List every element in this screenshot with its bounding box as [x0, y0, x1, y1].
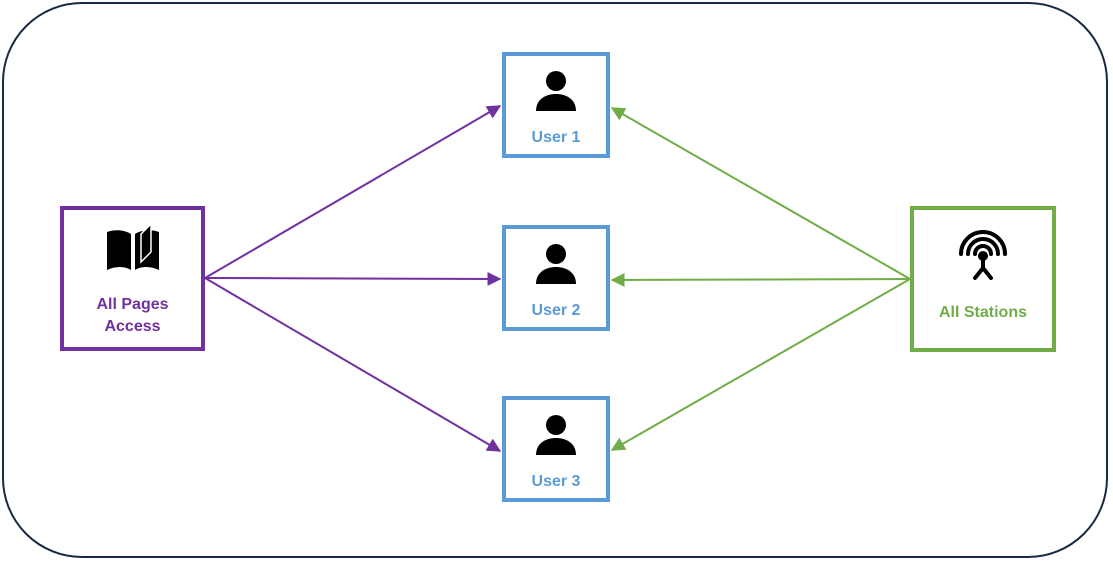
edge-pages-to-user-1	[204, 105, 502, 279]
user-icon	[536, 415, 576, 455]
edge-pages-to-user-3	[204, 277, 502, 452]
book-icon	[106, 222, 159, 270]
user-2-node[interactable]: User 2	[502, 225, 610, 331]
user-icon	[536, 71, 576, 111]
all-pages-access-label: All Pages Access	[73, 294, 193, 338]
user-icon	[536, 244, 576, 284]
all-pages-access-node[interactable]: All Pages Access	[60, 206, 205, 351]
edge-pages-to-user-2	[204, 271, 502, 286]
edge-stations-to-user-1	[610, 107, 911, 280]
edge-stations-to-user-3	[610, 278, 911, 451]
all-stations-node[interactable]: All Stations	[910, 206, 1056, 352]
antenna-icon	[959, 230, 1007, 280]
user-3-node[interactable]: User 3	[502, 396, 610, 502]
all-pages-label-line2: Access	[104, 318, 161, 335]
user-3-label: User 3	[531, 473, 581, 490]
user-1-label: User 1	[531, 129, 581, 146]
all-pages-label-line1: All Pages	[96, 296, 169, 313]
edge-stations-to-user-2	[610, 272, 911, 287]
all-stations-label: All Stations	[938, 304, 1027, 321]
user-2-label: User 2	[531, 302, 581, 319]
user-1-node[interactable]: User 1	[502, 52, 610, 158]
